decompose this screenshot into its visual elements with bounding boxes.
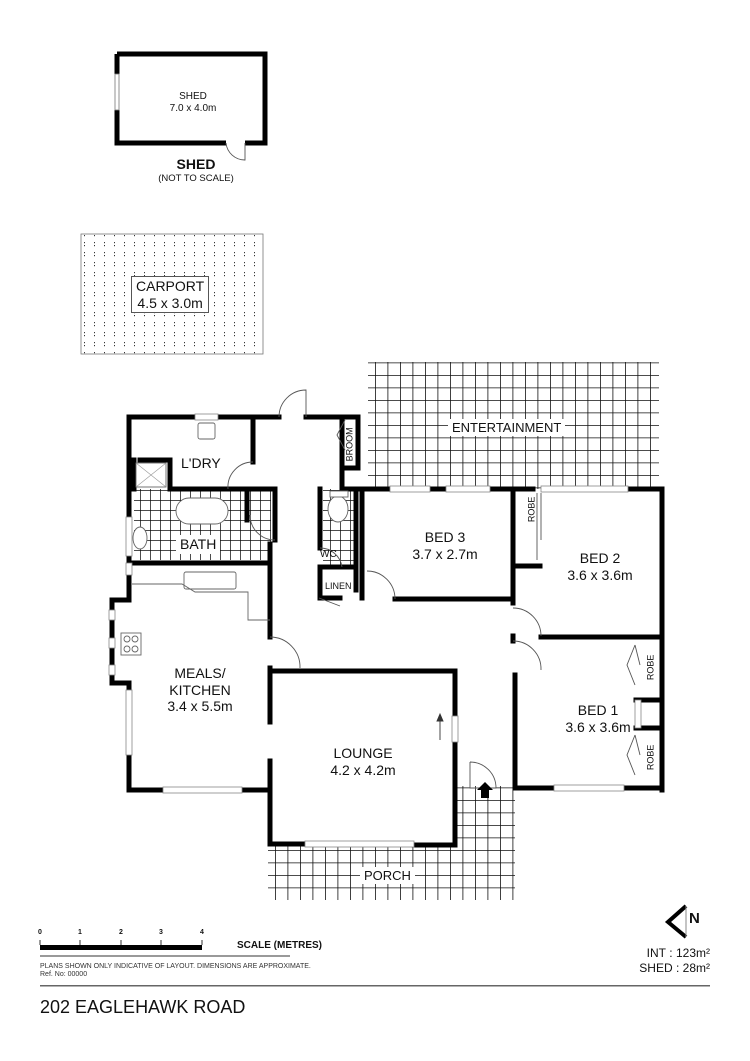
bed3-size: 3.7 x 2.7m (412, 545, 478, 562)
bed2-robe-label: ROBE (526, 496, 537, 523)
shed-caption: SHED (NOT TO SCALE) (140, 156, 252, 184)
bath-label: BATH (176, 535, 221, 554)
area-int-value: 123m² (675, 946, 710, 960)
wc-label: WC (320, 549, 337, 560)
porch-label: PORCH (360, 867, 415, 885)
shed-outline (114, 51, 268, 161)
scale-bar (39, 940, 290, 957)
bed1-size: 3.6 x 3.6m (565, 718, 631, 735)
bed2-size: 3.6 x 3.6m (567, 566, 633, 583)
scale-tick-4: 4 (200, 929, 204, 936)
lounge-name: LOUNGE (333, 745, 393, 761)
disclaimer-line-1: PLANS SHOWN ONLY INDICATIVE OF LAYOUT. D… (40, 963, 311, 970)
carport-label: CARPORT 4.5 x 3.0m (131, 276, 210, 314)
meals-kitchen-name-1: MEALS/ (174, 665, 226, 681)
shed-caption-title: SHED (176, 156, 216, 172)
laundry-label: L'DRY (181, 455, 221, 471)
north-arrow-icon (664, 904, 688, 939)
meals-kitchen-name-2: KITCHEN (169, 681, 231, 698)
area-summary: INT : 123m² SHED : 28m² (639, 946, 710, 976)
meals-kitchen-label: MEALS/ KITCHEN 3.4 x 5.5m (150, 665, 250, 715)
area-shed-value: 28m² (682, 961, 710, 975)
disclaimer: PLANS SHOWN ONLY INDICATIVE OF LAYOUT. D… (40, 963, 311, 980)
carport-size: 4.5 x 3.0m (137, 294, 203, 311)
carport-name: CARPORT (136, 278, 205, 294)
bed2-label: BED 2 3.6 x 3.6m (548, 550, 652, 583)
property-address: 202 EAGLEHAWK ROAD (40, 997, 246, 1017)
linen-label: LINEN (325, 581, 352, 591)
bed1-robe-top-label: ROBE (645, 654, 656, 681)
area-shed-label: SHED (639, 961, 673, 975)
bed2-name: BED 2 (579, 550, 621, 566)
scale-tick-1: 1 (78, 929, 82, 936)
lounge-size: 4.2 x 4.2m (330, 761, 396, 778)
shed-room-size: 7.0 x 4.0m (169, 102, 217, 114)
lounge-label: LOUNGE 4.2 x 4.2m (313, 745, 413, 778)
bed3-name: BED 3 (424, 529, 466, 545)
area-shed-row: SHED : 28m² (639, 961, 710, 975)
area-int-row: INT : 123m² (646, 946, 710, 960)
bed1-label: BED 1 3.6 x 3.6m (548, 702, 648, 735)
entry-arrow-icon (477, 782, 493, 798)
scale-title: SCALE (METRES) (237, 940, 322, 951)
shed-caption-subtitle: (NOT TO SCALE) (158, 172, 234, 184)
scale-tick-3: 3 (159, 929, 163, 936)
scale-tick-2: 2 (119, 929, 123, 936)
entertainment-label: ENTERTAINMENT (448, 419, 566, 437)
area-int-label: INT (646, 946, 666, 960)
shed-room-label: SHED 7.0 x 4.0m (165, 91, 221, 115)
bed3-label: BED 3 3.7 x 2.7m (395, 529, 495, 562)
shed-room-name: SHED (179, 91, 207, 102)
scale-tick-0: 0 (38, 929, 42, 936)
broom-label: BROOM (344, 427, 355, 462)
porch-area (268, 785, 515, 900)
meals-kitchen-size: 3.4 x 5.5m (167, 698, 233, 715)
bed1-name: BED 1 (577, 702, 619, 718)
bed1-robe-bottom-label: ROBE (645, 744, 656, 771)
disclaimer-line-2: Ref. No: 00000 (40, 971, 88, 979)
north-letter: N (689, 910, 700, 927)
